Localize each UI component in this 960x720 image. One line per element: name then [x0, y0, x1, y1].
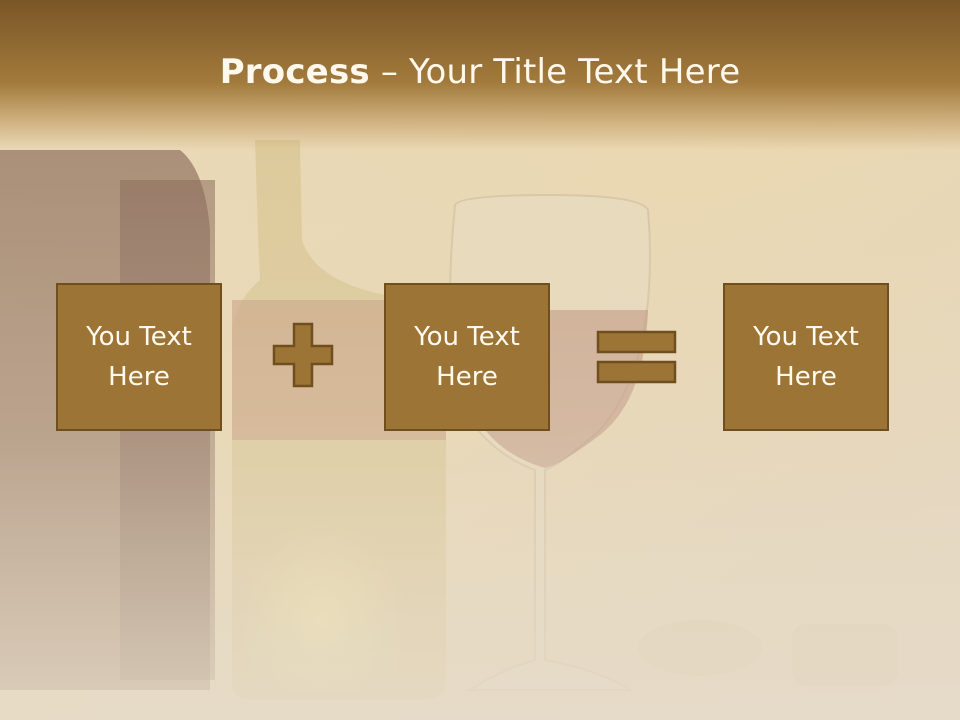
process-box-1-text: You Text Here: [86, 322, 192, 392]
process-box-3-text: You Text Here: [753, 322, 859, 392]
title-rest: – Your Title Text Here: [369, 52, 741, 92]
process-box-2-text: You Text Here: [414, 322, 520, 392]
process-box-1[interactable]: You Text Here: [56, 283, 222, 431]
title-bold: Process: [219, 52, 370, 92]
plus-icon: [272, 322, 334, 388]
slide-title: Process – Your Title Text Here: [0, 52, 960, 92]
title-bar: [0, 0, 960, 150]
equals-icon: [596, 330, 677, 384]
process-box-3[interactable]: You Text Here: [723, 283, 889, 431]
process-box-2[interactable]: You Text Here: [384, 283, 550, 431]
